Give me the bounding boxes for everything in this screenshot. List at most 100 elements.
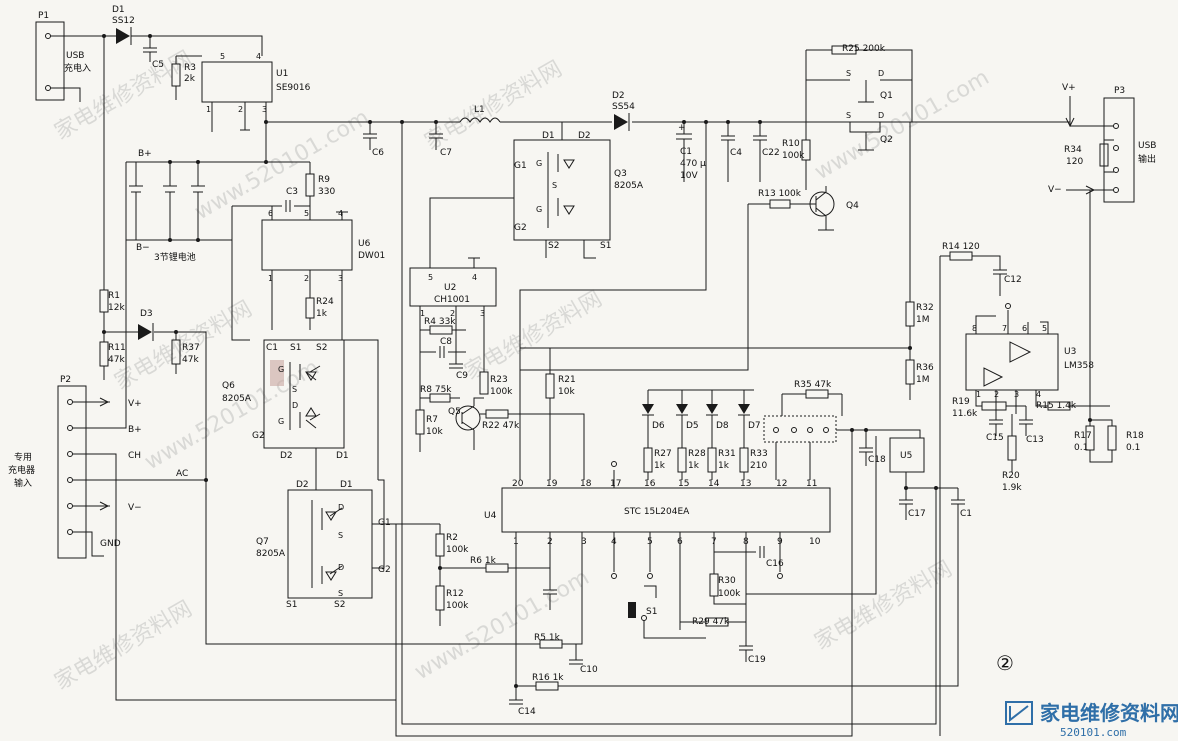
q6-d1: D1 xyxy=(336,451,349,461)
u3-label: U3 xyxy=(1064,347,1076,357)
u4-pin-label: 17 xyxy=(610,479,621,489)
q6-label: Q6 xyxy=(222,381,235,391)
p2-vplus: V+ xyxy=(128,399,142,409)
r12-value: 100k xyxy=(446,601,469,611)
p2-desc: 专用 xyxy=(14,451,32,463)
pin-label: G xyxy=(536,159,542,168)
p2-label: P2 xyxy=(60,375,71,385)
s1-switch: S1 xyxy=(646,607,657,617)
r23-label: R23 xyxy=(490,375,508,385)
q3-g2: G2 xyxy=(514,223,527,233)
pin-label: 6 xyxy=(1022,324,1027,333)
r25-label: R25 200k xyxy=(842,44,886,54)
u1-label: U1 xyxy=(276,69,288,79)
u4-label: U4 xyxy=(484,511,497,521)
p2-ac: AC xyxy=(176,469,188,479)
r16-label: R16 1k xyxy=(532,673,564,683)
p1-desc: 充电入 xyxy=(64,62,91,74)
q6-part: 8205A xyxy=(222,394,252,404)
q3-s2: S2 xyxy=(548,241,559,251)
pin-label: 4 xyxy=(472,273,477,282)
p2-bplus: B+ xyxy=(128,425,142,435)
r7-value: 10k xyxy=(426,427,443,437)
u4-pin-label: 16 xyxy=(644,479,656,489)
r1-value: 12k xyxy=(108,303,125,313)
d8-label: D8 xyxy=(716,421,729,431)
q7-d2: D2 xyxy=(296,480,309,490)
q2-label: Q2 xyxy=(880,135,893,145)
c6-label: C6 xyxy=(372,148,384,158)
r31-value: 1k xyxy=(718,461,730,471)
r17-value: 0.1 xyxy=(1074,443,1088,453)
p3-label: P3 xyxy=(1114,86,1125,96)
q3-label: Q3 xyxy=(614,169,627,179)
q7-g2: G2 xyxy=(378,565,391,575)
r36-value: 1M xyxy=(916,375,930,385)
pin-label: S xyxy=(292,385,297,394)
pin-label: 6 xyxy=(268,209,273,218)
pin-label: D xyxy=(338,503,344,512)
r20-value: 1.9k xyxy=(1002,483,1022,493)
pin-label: 5 xyxy=(1042,324,1047,333)
r20-label: R20 xyxy=(1002,471,1020,481)
r31-label: R31 xyxy=(718,449,736,459)
p2-gnd: GND xyxy=(100,539,121,549)
pin-label: 4 xyxy=(256,52,261,61)
pin-label: D xyxy=(292,401,298,410)
u1-chip: U1 SE9016 5 4 1 2 3 xyxy=(201,52,311,114)
q3-s1: S1 xyxy=(600,241,611,251)
r4-label: R4 33k xyxy=(424,317,456,327)
watermark: www.520101.com xyxy=(141,355,324,475)
pin-label: S xyxy=(338,531,343,540)
r11-value: 47k xyxy=(108,355,125,365)
p2-ch: CH xyxy=(128,451,141,461)
r9-value: 330 xyxy=(318,187,335,197)
q3-mosfet: D1 D2 G1 G2 S2 S1 G G S xyxy=(513,131,611,251)
q5-label: Q5 xyxy=(448,407,461,417)
q6-mosfet: C1 S1 S2 G2 D2 D1 G G S D xyxy=(252,339,349,461)
vplus-label: V+ xyxy=(1062,83,1076,93)
c14-label: C14 xyxy=(518,707,536,717)
u4-pin-label: 20 xyxy=(512,479,524,489)
r1-label: R1 xyxy=(108,291,120,301)
d7-label: D7 xyxy=(748,421,761,431)
c19-label: C19 xyxy=(748,655,766,665)
pin-label: G xyxy=(278,365,284,374)
d5-label: D5 xyxy=(686,421,699,431)
p2-desc: 输入 xyxy=(14,477,32,489)
watermark: 家电维修资料网 xyxy=(51,47,197,146)
r34-value: 120 xyxy=(1066,157,1083,167)
u3-opamp: U3 LM358 8 7 6 5 1 2 3 4 xyxy=(965,324,1094,399)
r18-value: 0.1 xyxy=(1126,443,1140,453)
pin-label: 5 xyxy=(304,209,309,218)
u6-chip: U6 DW01 6 5 4 1 2 3 xyxy=(261,209,385,283)
d6-label: D6 xyxy=(652,421,665,431)
vminus-label: V− xyxy=(1048,185,1062,195)
c22-label: C22 xyxy=(762,148,780,158)
brand-logo: 家电维修资料网 520101.com xyxy=(1005,701,1178,739)
r9-label: R9 xyxy=(318,175,330,185)
r37-label: R37 xyxy=(182,343,200,353)
watermark: www.520101.com xyxy=(411,565,594,685)
led-array: D6 D5 D8 D7 R27 1k R28 1k R31 1k R33 210 xyxy=(642,389,768,480)
pin-label: D xyxy=(338,563,344,572)
c5-label: C5 xyxy=(152,60,164,70)
p1-connector: P1 USB 充电入 xyxy=(35,11,91,101)
pin-label: 1 xyxy=(976,390,981,399)
r33-label: R33 xyxy=(750,449,768,459)
polarity-mark: + xyxy=(678,123,686,133)
pin-label: 1 xyxy=(268,274,273,283)
u1-part: SE9016 xyxy=(276,83,311,93)
r30-label: R30 xyxy=(718,576,736,586)
c1a-voltage: 10V xyxy=(680,171,698,181)
q6-s1: S1 xyxy=(290,343,301,353)
u6-label: U6 xyxy=(358,239,371,249)
d1-diode: D1 SS12 xyxy=(112,5,135,45)
pin-label: 4 xyxy=(1036,390,1041,399)
brand-name: 家电维修资料网 xyxy=(1040,701,1178,725)
p2-vminus: V− xyxy=(128,503,142,513)
r3-value: 2k xyxy=(184,74,196,84)
pin-label: 2 xyxy=(994,390,999,399)
pin-label: 3 xyxy=(480,309,485,318)
